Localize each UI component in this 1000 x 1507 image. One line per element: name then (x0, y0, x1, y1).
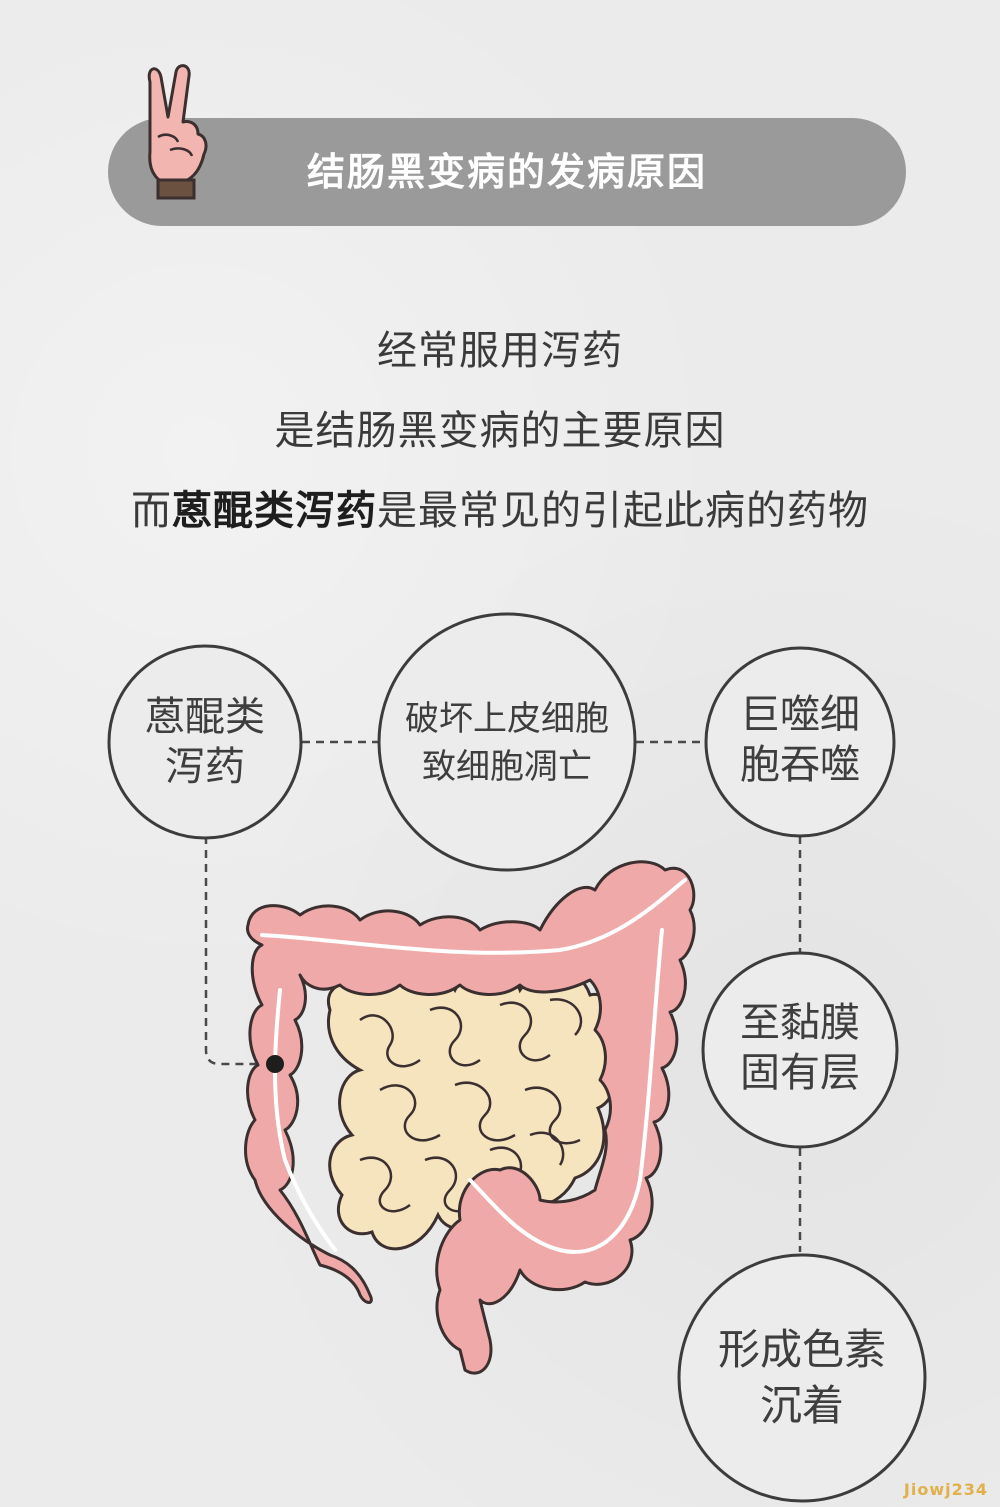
title-banner (108, 118, 906, 226)
node-circle-macrophage (704, 646, 896, 838)
node-lamina-line1: 至黏膜 (740, 1000, 860, 1046)
node-circle-lamina (701, 951, 899, 1149)
connector-drug-to-colon (204, 836, 272, 1066)
node-epithelium: 破坏上皮细胞 致细胞凋亡 (387, 688, 627, 798)
node-epithelium-line2: 致细胞凋亡 (422, 747, 592, 787)
node-pigment-line1: 形成色素 (717, 1325, 886, 1374)
node-pigment: 形成色素 沉着 (692, 1318, 912, 1438)
node-lamina-line2: 固有层 (740, 1050, 860, 1096)
intro-line-3-prefix: 而 (131, 488, 172, 534)
node-macrophage-line1: 巨噬细 (740, 692, 860, 738)
node-anthraquinone-line2: 泻药 (165, 744, 245, 790)
watermark-logo: Jiowj234 (903, 1480, 988, 1499)
node-circle-epithelium (377, 612, 637, 872)
intro-line-2: 是结肠黑变病的主要原因 (274, 408, 726, 454)
node-anthraquinone: 蒽醌类 泻药 (117, 670, 293, 814)
colon-highlight (260, 878, 687, 1254)
intro-line-3-suffix: 是最常见的引起此病的药物 (377, 488, 869, 534)
victory-hand-icon (147, 64, 208, 200)
node-anthraquinone-line1: 蒽醌类 (145, 694, 265, 740)
intro-line-3: 而蒽醌类泻药是最常见的引起此病的药物 (0, 478, 1000, 536)
node-pigment-line2: 沉着 (759, 1381, 844, 1430)
node-lamina: 至黏膜 固有层 (712, 976, 888, 1120)
intro-line-3-bold: 蒽醌类泻药 (172, 488, 377, 534)
page-title: 结肠黑变病的发病原因 (306, 150, 707, 194)
node-circle-anthraquinone (107, 644, 303, 840)
node-epithelium-line1: 破坏上皮细胞 (405, 699, 609, 739)
node-macrophage-line2: 胞吞噬 (740, 742, 860, 788)
node-macrophage: 巨噬细 胞吞噬 (712, 668, 888, 812)
colon (244, 860, 696, 1375)
node-circle-pigment (677, 1253, 927, 1503)
drug-entry-point (266, 1055, 284, 1073)
intro-line-1: 经常服用泻药 (377, 328, 623, 374)
